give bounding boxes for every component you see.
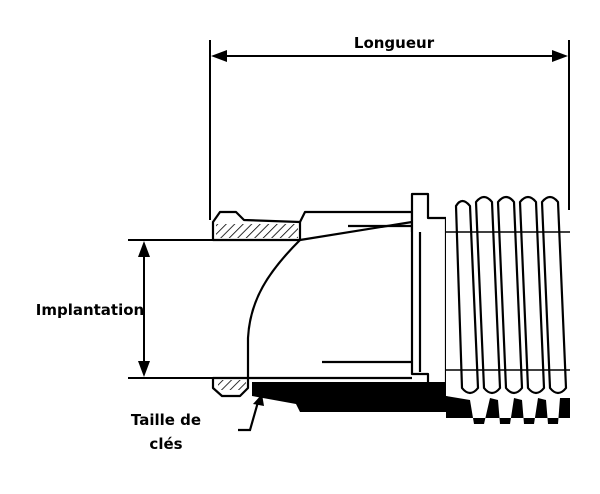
hatched-section-top [216,224,298,238]
wrench-size-label-line1: Taille de [131,411,201,429]
leader-line [238,401,260,432]
implantation-dimension [128,239,300,379]
thread-ridge-3 [496,195,524,395]
implantation-label: Implantation [36,301,144,319]
thread-roots-dark [446,396,570,424]
fitting-body [211,192,448,398]
leader-arrowhead [253,394,264,406]
thread-ridge-1 [454,199,480,395]
thread-section [446,195,570,395]
bore-curve [246,239,301,378]
hatched-section-bottom [218,380,246,390]
length-label: Longueur [354,34,435,52]
implantation-arrowhead-top [138,241,150,257]
length-arrowhead-left [211,50,227,62]
collar [410,192,448,390]
thread-ridge-5 [540,195,568,395]
length-arrowhead-right [552,50,568,62]
thread-ridge-2 [474,195,502,395]
wrench-size-leader [238,394,264,432]
length-dimension [209,40,570,220]
gasket-base [252,382,470,412]
implantation-arrowhead-bottom [138,361,150,377]
wrench-size-label-line2: clés [149,435,182,453]
body-outline-top [299,210,414,232]
thread-ridge-4 [518,195,546,395]
body-top-inner [299,220,413,242]
